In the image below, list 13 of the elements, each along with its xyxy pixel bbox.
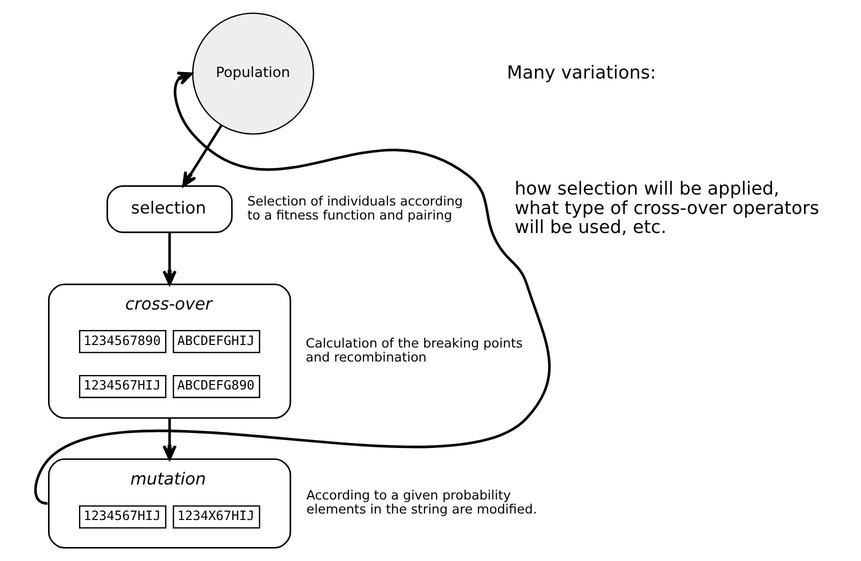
arrow xyxy=(34,72,550,505)
arrow xyxy=(182,124,222,188)
node-box: cross-over 1234567890 ABCDEFGHIJ 1234567HIJ ABCDEFG890 xyxy=(48,284,291,419)
node-box: selection xyxy=(106,185,232,234)
arrow xyxy=(162,418,176,460)
node-label: Calculation of the breaking points and recombination xyxy=(305,336,522,366)
node-label: According to a given probability elements in the string are modified. xyxy=(306,488,536,518)
label: how selection will be applied, what type of cross-over operators will be used, etc. xyxy=(514,178,819,238)
node-label: Selection of individuals according to a fitness function and pairing xyxy=(246,194,462,224)
node-box: mutation 1234567HIJ 1234X67HIJ xyxy=(48,458,291,549)
label: Many variations: xyxy=(506,62,656,84)
node-circle: Population xyxy=(192,12,314,135)
arrow xyxy=(162,232,176,286)
